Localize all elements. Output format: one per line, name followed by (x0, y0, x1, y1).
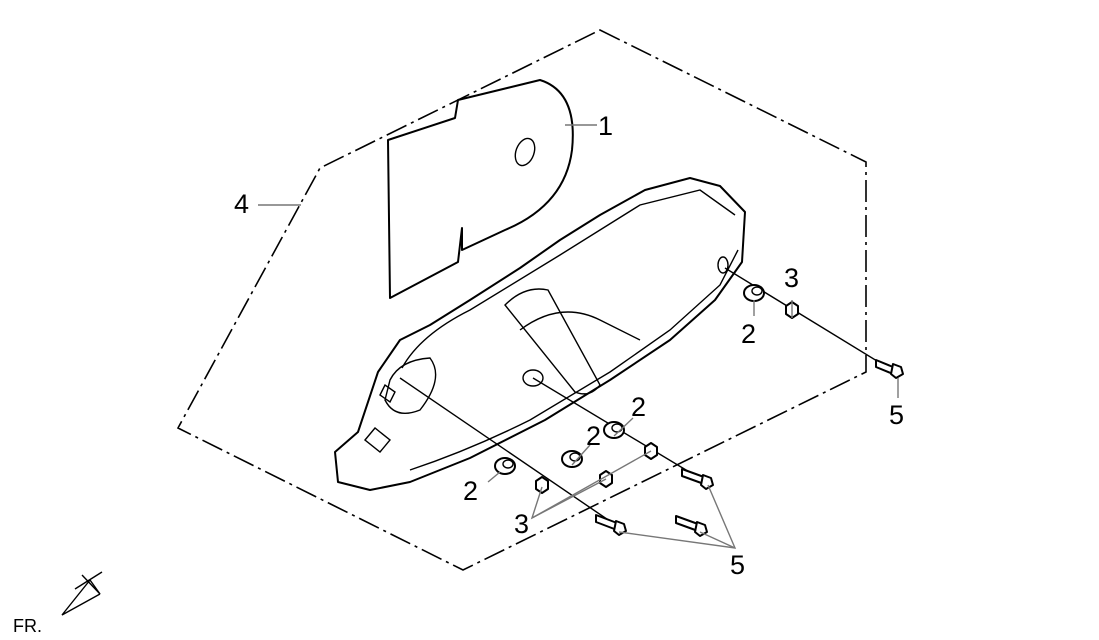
bolt-part-5-upper (681, 468, 714, 490)
callout-3-right: 3 (784, 263, 799, 293)
callout-5-right: 5 (889, 400, 904, 430)
collar-part-2-left (494, 457, 516, 475)
callout-3-left: 3 (514, 509, 529, 539)
bolt-part-5-right (875, 359, 904, 379)
front-direction-arrow-icon (61, 571, 103, 616)
callout-5-bottom: 5 (730, 550, 745, 580)
callout-2-middle: 2 (586, 421, 601, 451)
callout-2-left: 2 (463, 476, 478, 506)
callout-2-upper: 2 (631, 392, 646, 422)
axis-line-left (399, 377, 621, 529)
collar-part-2-middle (561, 450, 583, 468)
bolt-part-5-left (595, 514, 627, 536)
bolt-part-5-middle (675, 515, 708, 537)
gasket-part-1 (387, 79, 574, 299)
callout-1: 1 (598, 111, 613, 141)
callout-4: 4 (234, 189, 249, 219)
washer-part-3-left (535, 476, 549, 494)
callout-2-right: 2 (741, 319, 756, 349)
crankcase-cover-part-4 (334, 177, 746, 491)
collar-part-2-right (743, 284, 765, 302)
direction-label: FR. (13, 616, 42, 636)
collar-part-2-upper (603, 421, 625, 439)
assembly-boundary (176, 29, 867, 571)
